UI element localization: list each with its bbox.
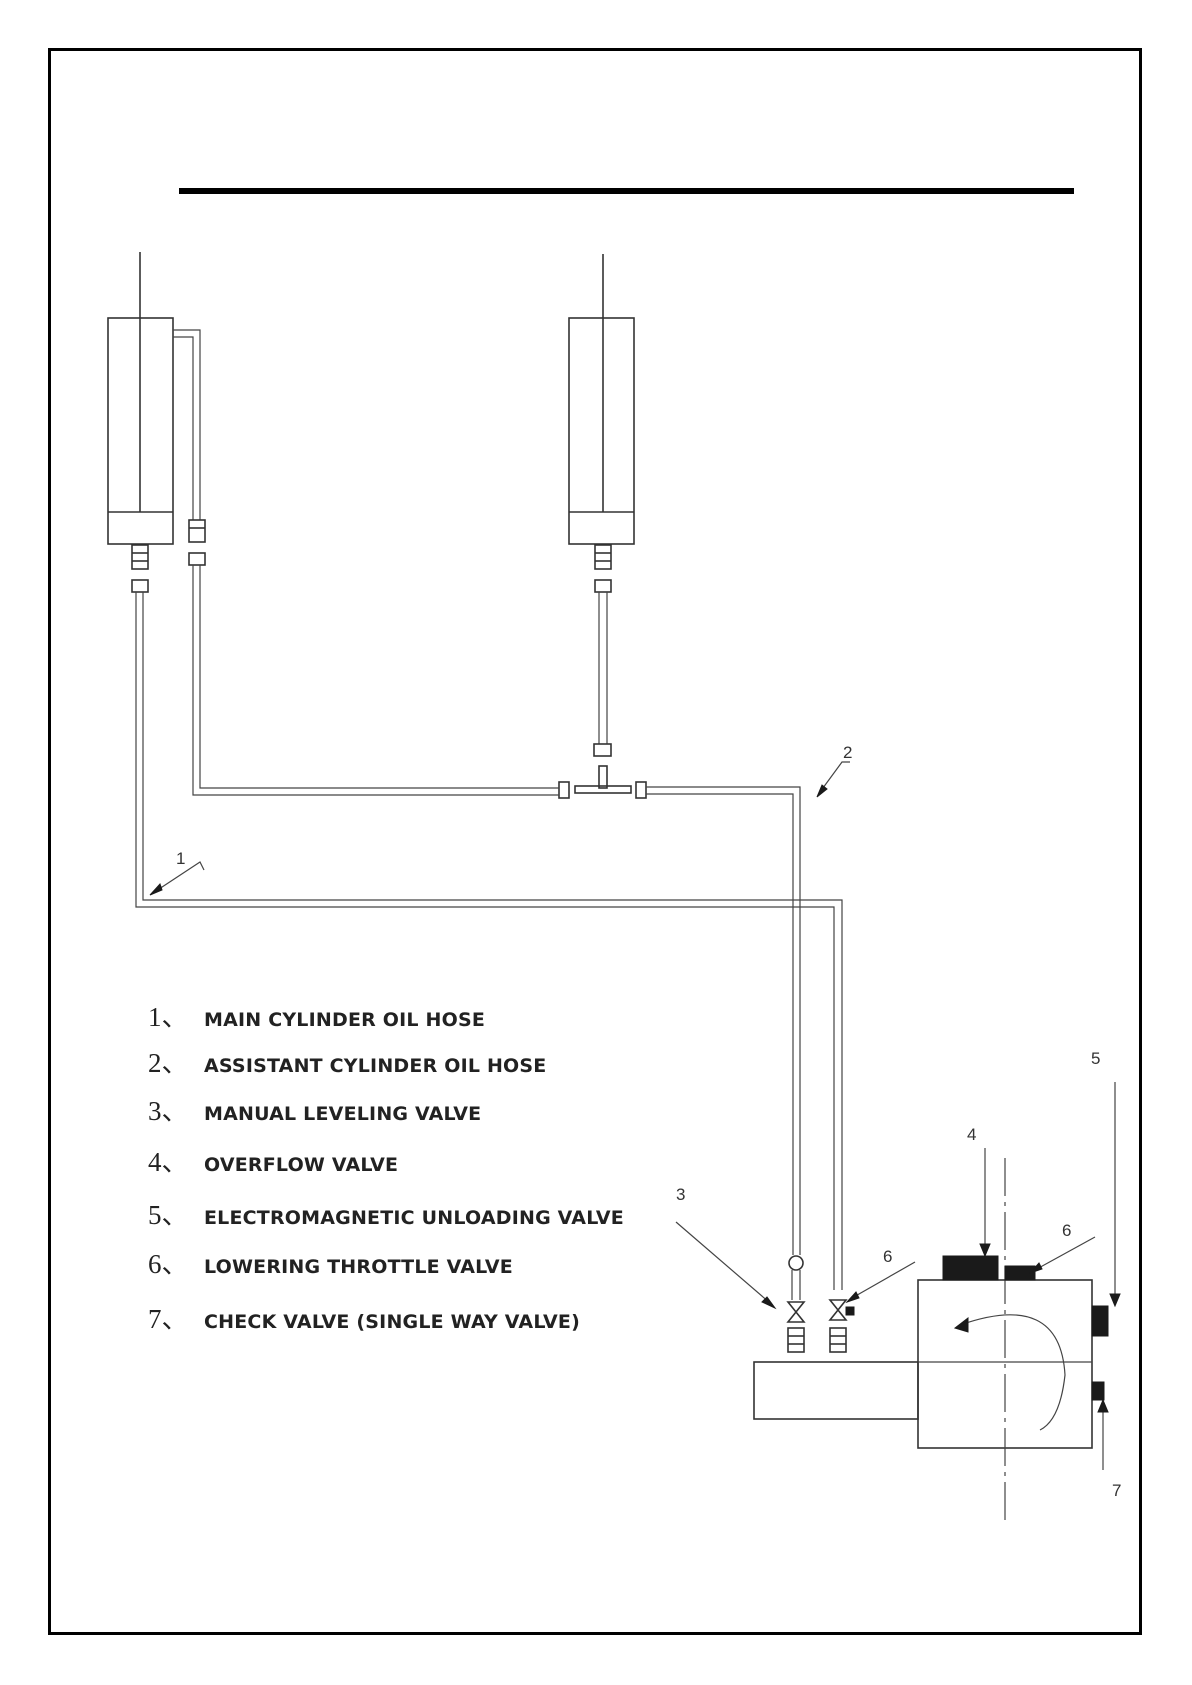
manual-leveling-valve	[788, 1256, 804, 1352]
lowering-throttle-valve-hose	[830, 1300, 854, 1352]
callout-7: 7	[1098, 1400, 1121, 1500]
legend-label: MANUAL LEVELING VALVE	[204, 1103, 481, 1128]
callout-5: 5	[1091, 1049, 1120, 1306]
legend-number: 1、	[148, 995, 204, 1034]
legend-item-5: 5、 ELECTROMAGNETIC UNLOADING VALVE	[148, 1198, 624, 1232]
legend-label: MAIN CYLINDER OIL HOSE	[204, 1009, 485, 1034]
legend-label: OVERFLOW VALVE	[204, 1154, 398, 1179]
legend-label: CHECK VALVE (SINGLE WAY VALVE)	[204, 1311, 580, 1336]
assistant-cylinder	[569, 254, 634, 756]
callout-6a: 6	[847, 1247, 915, 1302]
legend-item-3: 3、 MANUAL LEVELING VALVE	[148, 1094, 481, 1128]
tee-junction	[559, 766, 646, 798]
callout-4: 4	[967, 1125, 990, 1256]
callout-3: 3	[676, 1185, 775, 1308]
svg-text:7: 7	[1112, 1481, 1121, 1500]
legend-number: 3、	[148, 1089, 204, 1128]
svg-text:5: 5	[1091, 1049, 1100, 1068]
main-cylinder-oil-hose	[136, 592, 842, 1290]
legend-label: LOWERING THROTTLE VALVE	[204, 1256, 513, 1281]
svg-text:4: 4	[967, 1125, 976, 1144]
callout-6b: 6	[1030, 1221, 1095, 1273]
legend-number: 7、	[148, 1297, 204, 1336]
legend-item-7: 7、 CHECK VALVE (SINGLE WAY VALVE)	[148, 1302, 580, 1336]
legend-number: 2、	[148, 1041, 204, 1080]
callout-1: 1	[150, 849, 204, 895]
title-rule	[179, 188, 1074, 194]
svg-text:1: 1	[176, 849, 185, 868]
callout-2: 2	[817, 743, 852, 797]
legend-item-4: 4、 OVERFLOW VALVE	[148, 1145, 398, 1179]
legend-item-2: 2、 ASSISTANT CYLINDER OIL HOSE	[148, 1046, 546, 1080]
legend-label: ASSISTANT CYLINDER OIL HOSE	[204, 1055, 546, 1080]
hose-side-to-tee	[193, 565, 559, 795]
legend-number: 6、	[148, 1242, 204, 1281]
svg-text:6: 6	[883, 1247, 892, 1266]
legend-item-1: 1、 MAIN CYLINDER OIL HOSE	[148, 1000, 485, 1034]
power-unit-block	[754, 1158, 1108, 1525]
main-cylinder	[108, 252, 205, 592]
svg-text:6: 6	[1062, 1221, 1071, 1240]
assistant-cylinder-oil-hose	[646, 787, 800, 1255]
legend-item-6: 6、 LOWERING THROTTLE VALVE	[148, 1247, 513, 1281]
legend-number: 5、	[148, 1193, 204, 1232]
svg-text:3: 3	[676, 1185, 685, 1204]
legend-number: 4、	[148, 1140, 204, 1179]
svg-text:2: 2	[843, 743, 852, 762]
legend-label: ELECTROMAGNETIC UNLOADING VALVE	[204, 1207, 624, 1232]
